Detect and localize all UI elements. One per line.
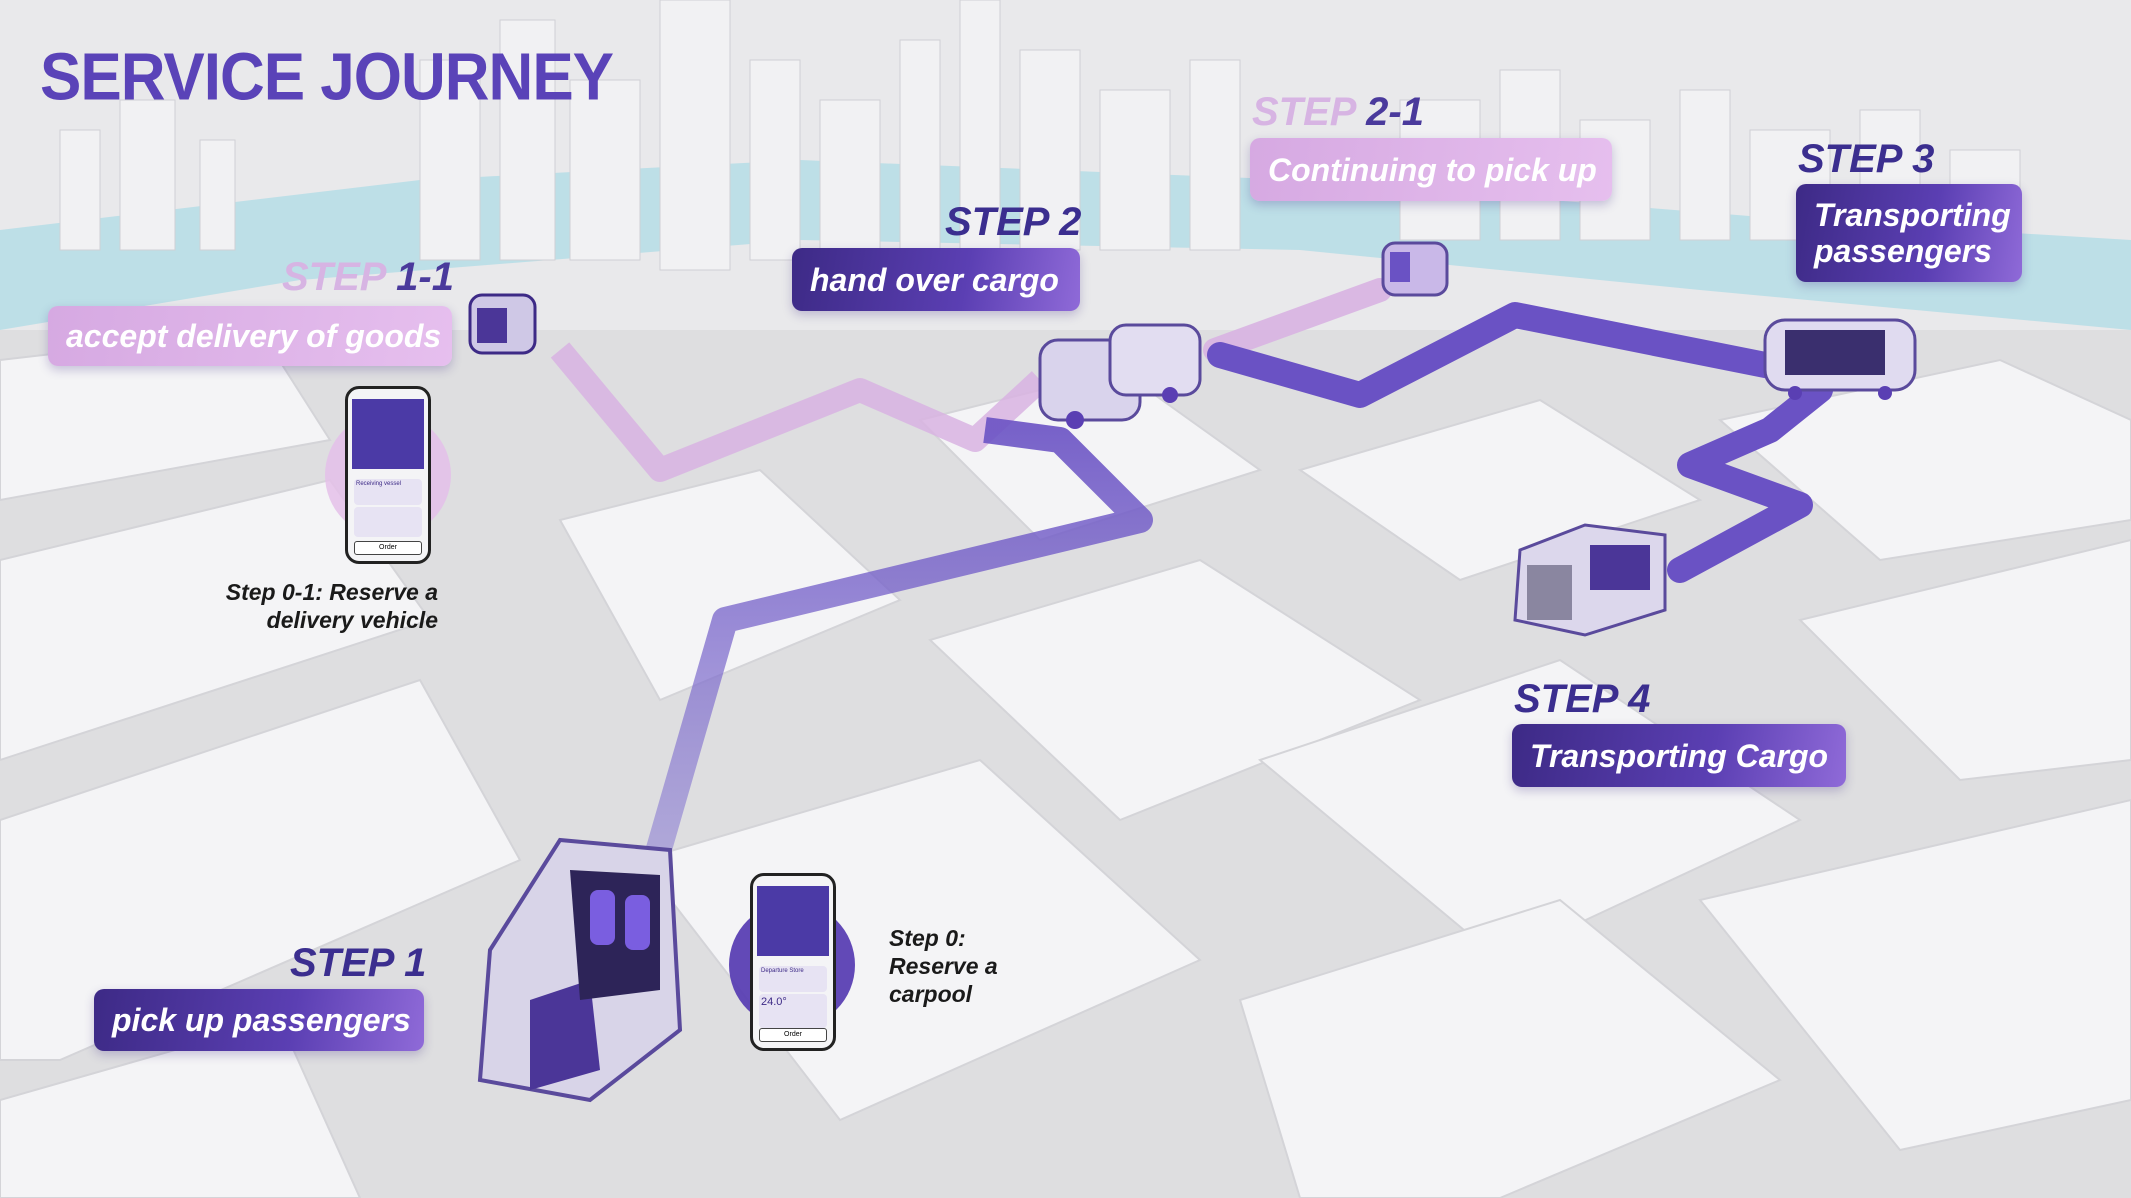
- step-1-1-label: accept delivery of goods: [48, 306, 452, 366]
- phone-field-label: Departure Store: [761, 968, 804, 974]
- phone-field: Departure Store: [759, 966, 827, 992]
- step-3-heading: STEP 3: [1798, 137, 1935, 181]
- phone-temp: 24.0°: [759, 994, 827, 1028]
- phone-field-label: Receiving vessel: [356, 481, 402, 487]
- step-3-label-line2: passengers: [1814, 233, 1992, 269]
- step-2-1-heading-prefix: STEP: [1252, 90, 1355, 134]
- phone-order-button: Order: [354, 541, 422, 555]
- page-title: SERVICE JOURNEY: [40, 40, 614, 115]
- step-1-label: pick up passengers: [94, 989, 424, 1051]
- step-0-note-line1: Step 0:: [889, 925, 966, 951]
- step-0-note-line2: Reserve a: [889, 953, 998, 979]
- step-2-1-label: Continuing to pick up: [1250, 138, 1612, 201]
- step-3-label: Transporting passengers: [1796, 184, 2022, 282]
- step-4-heading: STEP 4: [1514, 677, 1651, 721]
- vehicle-icon: [1038, 323, 1202, 429]
- step-3-label-line1: Transporting: [1814, 197, 2011, 233]
- step-2-label: hand over cargo: [792, 248, 1080, 311]
- phone-field: Receiving vessel: [354, 479, 422, 505]
- phone-card: [354, 507, 422, 537]
- phone-order-button: Order: [759, 1028, 827, 1042]
- step-0-1-note-line2: delivery vehicle: [266, 607, 438, 633]
- step-1-1-heading-prefix: STEP: [282, 255, 385, 299]
- phone-order-label: Order: [784, 1031, 802, 1038]
- phone-temp-value: 24.0°: [761, 996, 787, 1008]
- step-2-heading: STEP 2: [945, 200, 1082, 244]
- phone-map: [757, 886, 829, 956]
- step-0-note: Step 0: Reserve a carpool: [889, 924, 998, 1008]
- vehicle-icon: [1763, 318, 1917, 400]
- phone-map: [352, 399, 424, 469]
- vehicle-icon: [1381, 241, 1449, 297]
- vehicle-icon: [468, 293, 537, 355]
- step-2-1-heading-number: 2-1: [1366, 90, 1424, 134]
- step-1-heading: STEP 1: [290, 941, 427, 985]
- step-2-1-heading: STEP 2-1: [1252, 90, 1424, 135]
- vehicle-icon: [477, 837, 683, 1103]
- vehicle-icon: [1513, 523, 1667, 637]
- step-0-1-note: Step 0-1: Reserve a delivery vehicle: [210, 578, 438, 634]
- step-1-1-heading-number: 1-1: [396, 255, 454, 299]
- step-1-1-heading: STEP 1-1: [282, 255, 454, 300]
- step-4-label: Transporting Cargo: [1512, 724, 1846, 787]
- step-0-note-line3: carpool: [889, 981, 973, 1007]
- smartphone-icon: Departure Store 24.0° Order: [750, 873, 836, 1051]
- step-0-1-note-line1: Step 0-1: Reserve a: [225, 579, 438, 605]
- smartphone-icon: Receiving vessel Order: [345, 386, 431, 564]
- phone-order-label: Order: [379, 544, 397, 551]
